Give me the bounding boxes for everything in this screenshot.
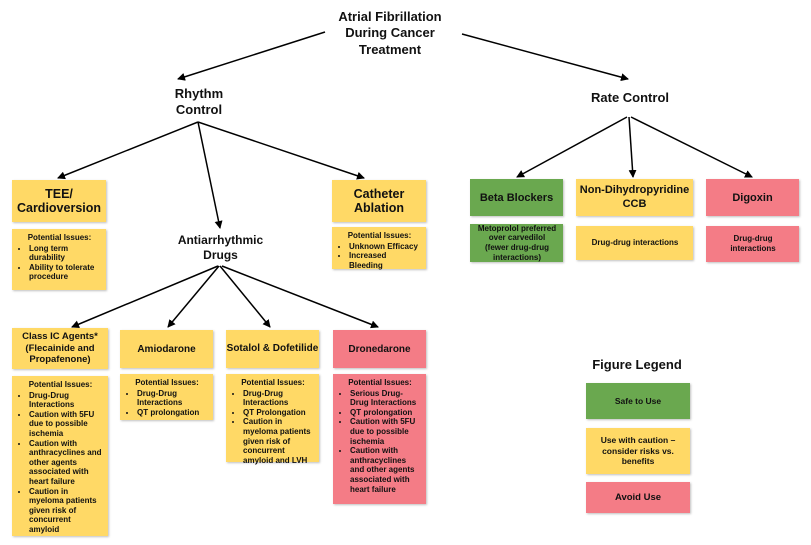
potential-issues-heading: Potential Issues: (135, 378, 199, 387)
amiodarone-label: Amiodarone (137, 343, 196, 355)
list-item: Unknown Efficacy (349, 242, 421, 252)
legend-title: Figure Legend (592, 357, 682, 372)
digoxin-note-text: Drug-drug interactions (730, 234, 776, 253)
list-item: Drug-Drug Interactions (137, 389, 208, 408)
arrow-to-rate-control (461, 33, 629, 82)
arrow-to-amiodarone (167, 265, 220, 328)
non-dhp-ccb-label: Non-Dihydropyridine CCB (579, 183, 690, 210)
arrow-to-tee (57, 121, 199, 180)
amiodarone-issues-list: Drug-Drug Interactions QT prolongation (126, 389, 208, 418)
list-item: Ability to tolerate procedure (29, 263, 101, 282)
arrow-to-antiarrhythmic (197, 121, 223, 229)
list-item: QT prolongation (350, 408, 421, 418)
list-item: Increased Bleeding (349, 251, 421, 270)
arrow-to-catheter (197, 121, 365, 180)
arrow-to-sotalol (219, 265, 271, 328)
arrow-to-dronedarone (221, 265, 379, 329)
arrow-to-class-ic (71, 265, 219, 328)
legend-avoid-box: Avoid Use (586, 482, 690, 513)
non-dhp-ccb-note: Drug-drug interactions (576, 226, 693, 260)
arrow-to-beta-blockers (516, 116, 628, 178)
tee-cardioversion-label: TEE/ Cardioversion (16, 187, 102, 215)
rhythm-control-heading: Rhythm Control (174, 86, 224, 118)
legend-caution-box: Use with caution – consider risks vs. be… (586, 428, 690, 474)
list-item: Caution in myeloma patients given risk o… (243, 417, 314, 465)
non-dhp-ccb-box: Non-Dihydropyridine CCB (576, 179, 693, 216)
legend-safe-box: Safe to Use (586, 383, 690, 419)
beta-blockers-box: Beta Blockers (470, 179, 563, 216)
tee-issues-list: Long term durability Ability to tolerate… (18, 244, 101, 282)
sotalol-issues-note: Potential Issues: Drug-Drug Interactions… (226, 374, 319, 465)
potential-issues-heading: Potential Issues: (241, 378, 305, 387)
list-item: Caution with 5FU due to possible ischemi… (29, 410, 103, 439)
list-item: Caution with 5FU due to possible ischemi… (350, 417, 421, 446)
sotalol-dofetilide-box: Sotalol & Dofetilide (226, 330, 319, 368)
diagram-title: Atrial Fibrillation During Cancer Treatm… (338, 9, 442, 57)
digoxin-box: Digoxin (706, 179, 799, 216)
sotalol-dofetilide-label: Sotalol & Dofetilide (226, 342, 319, 354)
antiarrhythmic-heading: Antiarrhythmic Drugs (177, 233, 264, 262)
list-item: Caution with anthracyclines and other ag… (350, 446, 421, 494)
potential-issues-heading: Potential Issues: (28, 380, 93, 389)
catheter-ablation-label: Catheter Ablation (353, 187, 405, 215)
list-item: Serious Drug-Drug Interactions (350, 389, 421, 408)
beta-blockers-note: Metoprolol preferred over carvedilol (fe… (470, 224, 563, 262)
list-item: QT Prolongation (243, 408, 314, 418)
tee-issues-note: Potential Issues: Long term durability A… (12, 229, 106, 290)
dronedarone-issues-note: Potential Issues: Serious Drug-Drug Inte… (333, 374, 426, 504)
arrow-to-rhythm-control (177, 31, 326, 81)
catheter-ablation-box: Catheter Ablation (332, 180, 426, 222)
list-item: Drug-Drug Interactions (243, 389, 314, 408)
amiodarone-issues-note: Potential Issues: Drug-Drug Interactions… (120, 374, 213, 420)
beta-blockers-note-text: Metoprolol preferred over carvedilol (fe… (477, 223, 557, 262)
potential-issues-heading: Potential Issues: (347, 231, 412, 240)
arrow-to-digoxin (630, 116, 753, 178)
list-item: Drug-Drug Interactions (29, 391, 103, 410)
list-item: Caution with anthracyclines and other ag… (29, 439, 103, 487)
potential-issues-heading: Potential Issues: (27, 233, 92, 242)
list-item: Caution in myeloma patients given risk o… (29, 487, 103, 535)
class-ic-issues-list: Drug-Drug Interactions Caution with 5FU … (18, 391, 103, 535)
amiodarone-box: Amiodarone (120, 330, 213, 368)
digoxin-label: Digoxin (732, 191, 773, 204)
legend-caution-label: Use with caution – consider risks vs. be… (600, 435, 676, 467)
beta-blockers-label: Beta Blockers (479, 191, 554, 204)
arrow-to-non-dhp (628, 116, 637, 178)
catheter-issues-note: Potential Issues: Unknown Efficacy Incre… (332, 227, 426, 271)
legend-safe-label: Safe to Use (614, 396, 662, 406)
list-item: QT prolongation (137, 408, 208, 418)
tee-cardioversion-box: TEE/ Cardioversion (12, 180, 106, 222)
dronedarone-label: Dronedarone (348, 343, 411, 355)
class-ic-issues-note: Potential Issues: Drug-Drug Interactions… (12, 376, 108, 536)
digoxin-note: Drug-drug interactions (706, 226, 799, 262)
class-ic-label: Class IC Agents* (Flecainide and Propafe… (22, 331, 98, 366)
dronedarone-issues-list: Serious Drug-Drug Interactions QT prolon… (339, 389, 421, 495)
list-item: Long term durability (29, 244, 101, 263)
legend-avoid-label: Avoid Use (614, 492, 662, 503)
rate-control-heading: Rate Control (591, 90, 669, 105)
sotalol-issues-list: Drug-Drug Interactions QT Prolongation C… (232, 389, 314, 466)
catheter-issues-list: Unknown Efficacy Increased Bleeding (338, 242, 421, 271)
class-ic-box: Class IC Agents* (Flecainide and Propafe… (12, 328, 108, 369)
potential-issues-heading: Potential Issues: (348, 378, 412, 387)
dronedarone-box: Dronedarone (333, 330, 426, 368)
non-dhp-ccb-note-text: Drug-drug interactions (591, 238, 679, 248)
